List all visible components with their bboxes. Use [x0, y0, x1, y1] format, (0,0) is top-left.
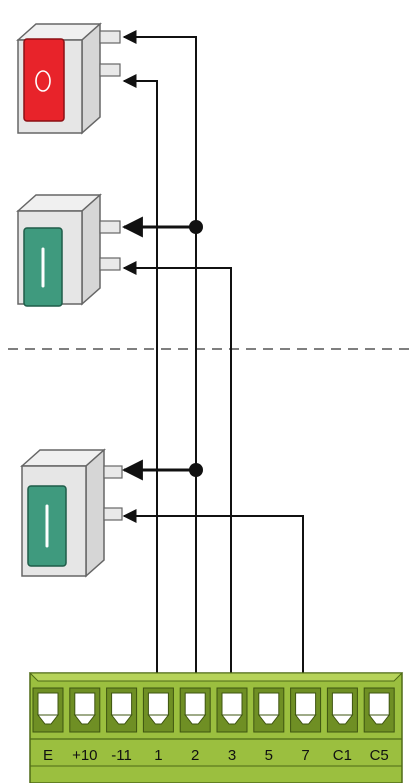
terminal-label: -11	[111, 747, 132, 764]
wire-terminal-2-common	[122, 30, 197, 693]
terminal-slot: 1	[142, 687, 174, 764]
close-push-button	[20, 448, 123, 578]
wire-terminal-1-stop	[122, 74, 164, 695]
terminal-label: +10	[72, 747, 97, 764]
terminal-label: C5	[370, 747, 389, 764]
terminal-label: E	[43, 747, 53, 764]
terminal-label: C1	[333, 747, 352, 764]
junction-dot-close	[189, 463, 203, 477]
terminal-label: 1	[154, 747, 162, 764]
terminal-slot: C1	[326, 687, 358, 764]
terminal-slot: E	[32, 687, 64, 764]
wires	[121, 30, 310, 695]
terminal-label: 3	[228, 747, 236, 764]
terminal-slot: 7	[290, 687, 322, 764]
terminal-slot: 5	[253, 687, 285, 764]
stop-button-face	[23, 38, 65, 122]
stop-symbol	[35, 70, 51, 92]
terminal-label: 7	[301, 747, 309, 764]
terminal-block: E +10 -11 1 2 3 5 7 C1 C5	[28, 672, 404, 783]
terminal-label: 2	[191, 747, 199, 764]
terminal-slot: 3	[216, 687, 248, 764]
terminal-label: 5	[265, 747, 273, 764]
junction-dot-open	[189, 220, 203, 234]
open-push-button	[16, 193, 121, 307]
stop-push-button	[16, 22, 121, 135]
terminal-slot: C5	[363, 687, 395, 764]
terminal-slot: 2	[179, 687, 211, 764]
terminal-slot: -11	[106, 687, 138, 764]
terminal-slot: +10	[69, 687, 101, 764]
wire-terminal-3-open	[122, 261, 238, 695]
wire-terminal-7-close	[122, 509, 310, 695]
